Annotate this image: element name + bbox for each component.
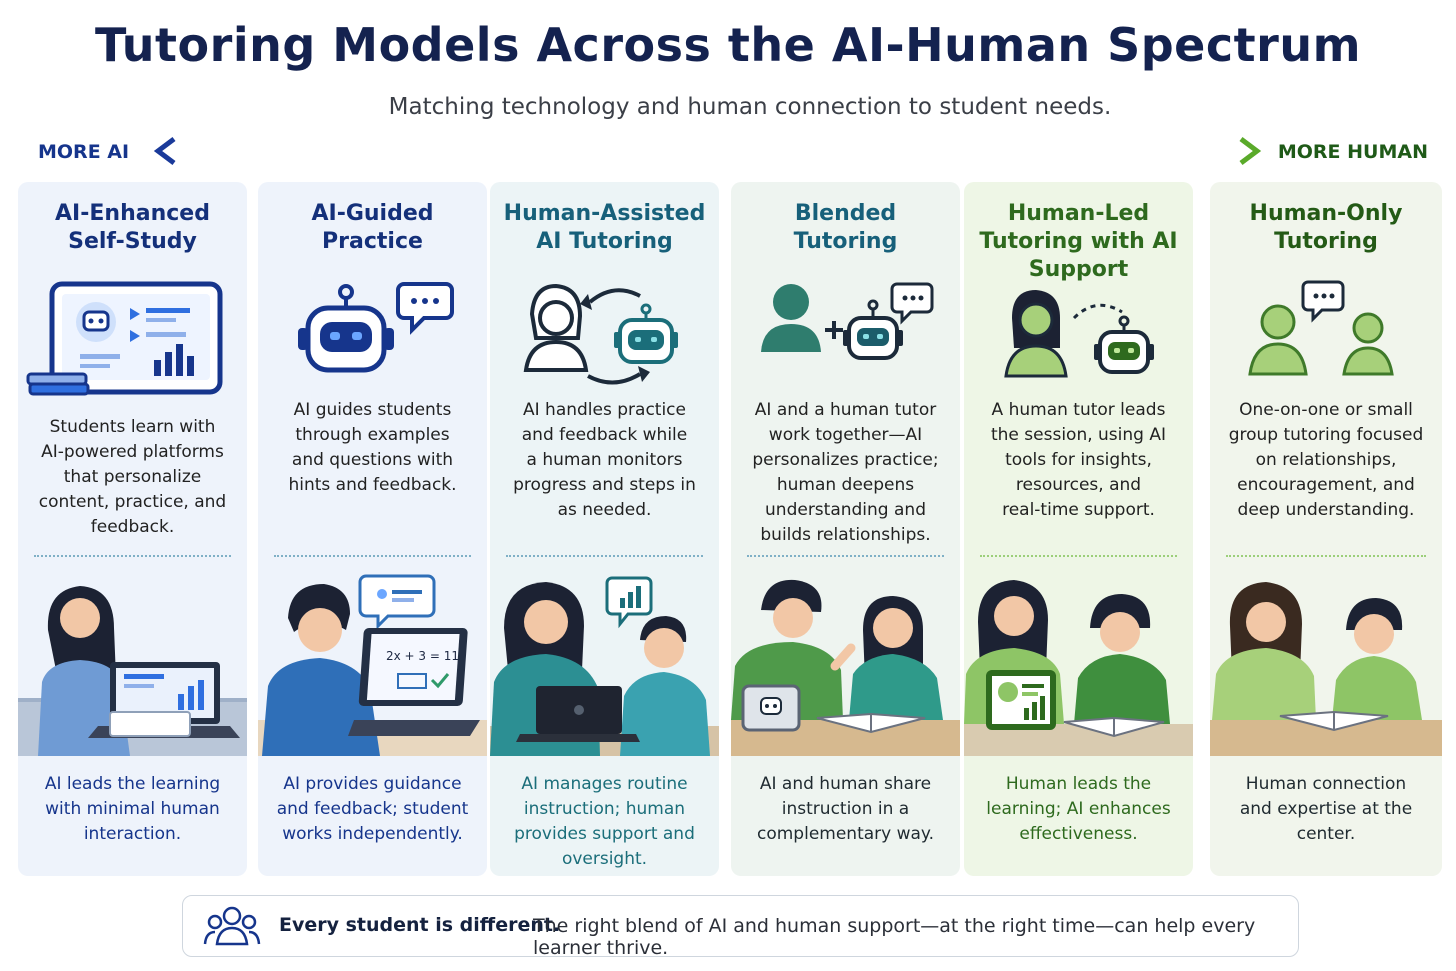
tutor-student-book-scene xyxy=(731,570,960,756)
page-title: Tutoring Models Across the AI-Human Spec… xyxy=(94,18,1362,72)
banner-headline: Every student is different. xyxy=(279,914,561,936)
tutor-student-reading-scene xyxy=(1210,570,1442,756)
two-people-chat-icon xyxy=(1248,280,1394,376)
human-robot-cycle-icon xyxy=(523,283,678,385)
student-laptop-scene: 2x + 3 = 11 xyxy=(258,570,487,756)
divider xyxy=(506,555,703,557)
page-subtitle: Matching technology and human connection… xyxy=(388,94,1112,120)
human-with-robot-icon xyxy=(1004,290,1154,378)
divider xyxy=(274,555,471,557)
footer-banner: Every student is different. The right bl… xyxy=(182,895,1299,959)
tutor-student-tablet-scene xyxy=(964,570,1193,756)
tutor-student-laptop-scene xyxy=(490,570,719,756)
divider xyxy=(34,555,231,557)
robot-chat-icon xyxy=(298,282,454,373)
banner-message: The right blend of AI and human support—… xyxy=(533,915,1256,959)
equation-text: 2x + 3 = 11 xyxy=(386,649,459,663)
axis-label-more-ai: MORE AI xyxy=(38,141,130,163)
group-people-icon xyxy=(203,906,261,946)
tablet-dashboard-icon xyxy=(26,281,223,396)
spectrum-arrow xyxy=(153,137,1262,165)
divider xyxy=(980,555,1177,557)
human-plus-robot-icon xyxy=(761,282,934,360)
divider xyxy=(747,555,944,557)
axis-label-more-human: MORE HUMAN xyxy=(1277,141,1428,163)
student-laptop-scene xyxy=(18,570,247,756)
divider xyxy=(1226,555,1426,557)
